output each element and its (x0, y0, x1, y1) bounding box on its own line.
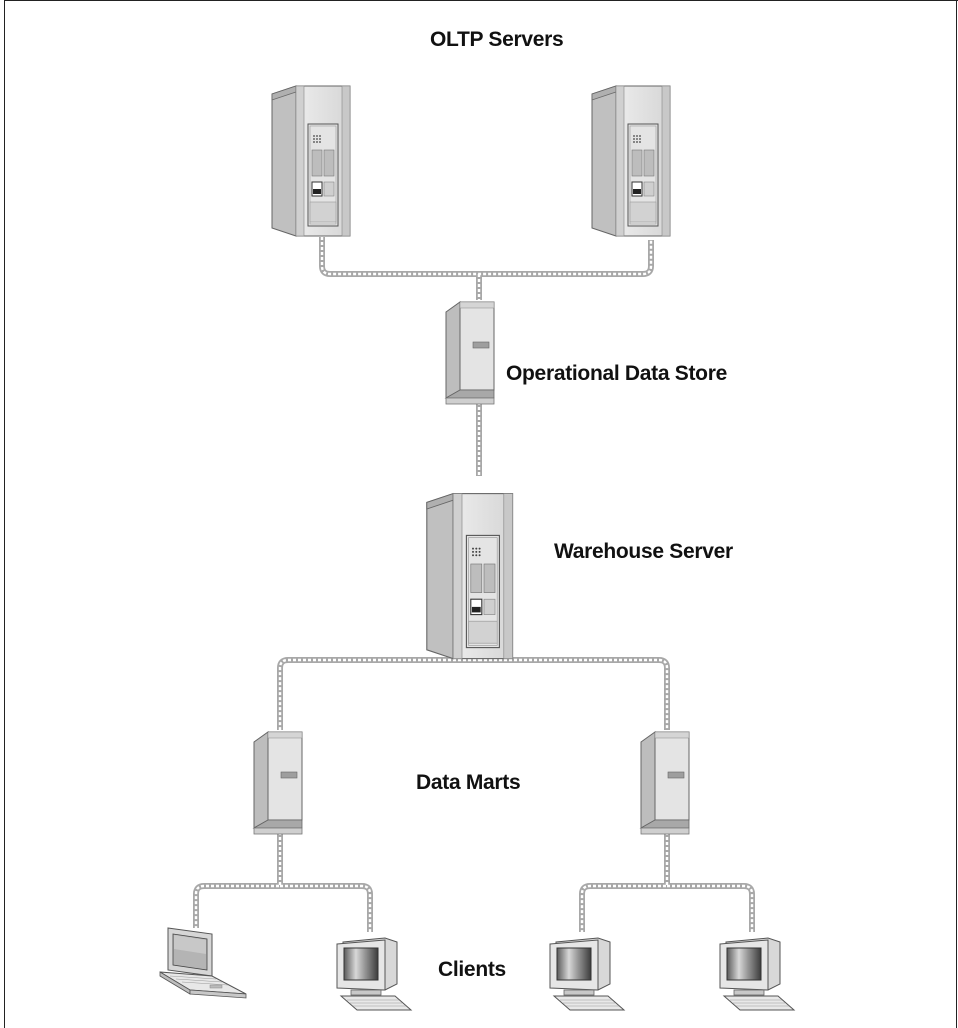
warehouse-server-icon (426, 493, 514, 660)
operational-data-store-icon (445, 301, 495, 405)
frame-border-top (4, 0, 958, 1)
desktop-client-1-icon (336, 937, 412, 1011)
laptop-client-icon (159, 927, 247, 999)
desktop-client-2-icon (549, 937, 625, 1011)
warehouse-server-label: Warehouse Server (554, 540, 733, 563)
desktop-client-3-icon (719, 937, 795, 1011)
oltp-servers-label: OLTP Servers (430, 28, 564, 51)
operational-data-store-label: Operational Data Store (506, 362, 727, 385)
frame-border-right (956, 0, 957, 1028)
data-marts-label: Data Marts (416, 771, 521, 794)
network-cables (193, 237, 755, 932)
data-mart-2-icon (640, 731, 690, 835)
oltp-server-1-icon (271, 85, 351, 237)
clients-label: Clients (438, 958, 506, 981)
frame-border-left (4, 0, 5, 1028)
data-mart-1-icon (253, 731, 303, 835)
oltp-server-2-icon (591, 85, 671, 237)
